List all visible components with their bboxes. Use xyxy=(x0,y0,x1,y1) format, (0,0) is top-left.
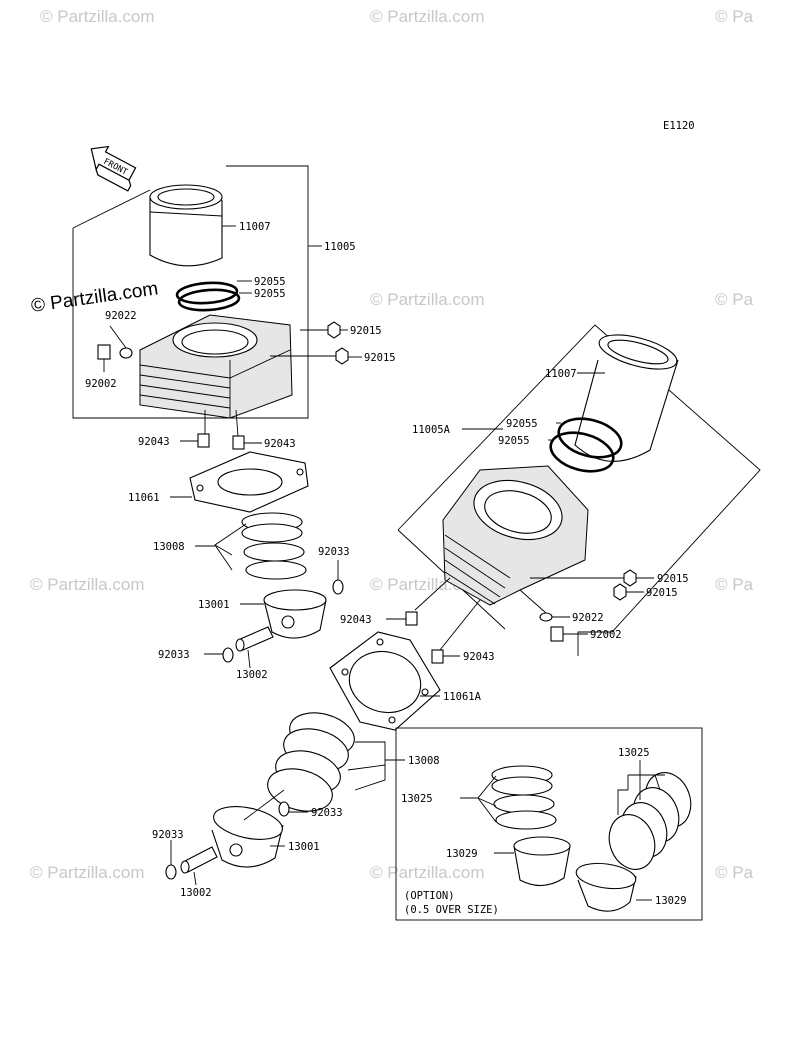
watermark: © Pa xyxy=(715,575,754,594)
cylinder-gasket xyxy=(329,631,441,731)
part-label-92043: 92043 xyxy=(138,436,170,448)
part-label-13002: 13002 xyxy=(236,669,268,681)
watermark: © Partzilla.com xyxy=(370,863,485,882)
watermark: © Partzilla.com xyxy=(370,290,485,309)
part-label-92022: 92022 xyxy=(572,612,604,624)
part-label-92015: 92015 xyxy=(364,352,396,364)
part-label-92043: 92043 xyxy=(264,438,296,450)
cylinder-block xyxy=(442,465,589,606)
part-label-92055: 92055 xyxy=(254,288,286,300)
option-note-line1: (OPTION) xyxy=(404,890,455,902)
part-label-11007: 11007 xyxy=(545,368,577,380)
watermark: © Partzilla.com xyxy=(30,863,145,882)
part-label-11061A: 11061A xyxy=(443,691,482,703)
watermark: © Partzilla.com xyxy=(370,7,485,26)
part-label-13025: 13025 xyxy=(618,747,650,759)
part-label-92015: 92015 xyxy=(350,325,382,337)
watermark: © Partzilla.com xyxy=(40,7,155,26)
part-label-92043: 92043 xyxy=(340,614,372,626)
part-label-13008: 13008 xyxy=(153,541,185,553)
part-label-92043: 92043 xyxy=(463,651,495,663)
piston xyxy=(263,589,327,639)
part-label-92055: 92055 xyxy=(498,435,530,447)
front-arrow-icon: FRONT xyxy=(90,145,137,192)
part-label-92022: 92022 xyxy=(105,310,137,322)
cylinder-sleeve xyxy=(149,184,223,267)
part-label-13029: 13029 xyxy=(655,895,687,907)
part-label-11007: 11007 xyxy=(239,221,271,233)
watermark-layer: © Partzilla.com © Partzilla.com © Pa © P… xyxy=(30,7,754,882)
cylinder-assembly-lower xyxy=(165,324,761,886)
part-label-11061: 11061 xyxy=(128,492,160,504)
part-label-13025: 13025 xyxy=(401,793,433,805)
part-label-92055: 92055 xyxy=(254,276,286,288)
watermark: © Partzilla.com xyxy=(30,575,145,594)
diagram-code: E1120 xyxy=(663,120,695,132)
part-label-13029: 13029 xyxy=(446,848,478,860)
part-label-13008: 13008 xyxy=(408,755,440,767)
part-label-13002: 13002 xyxy=(180,887,212,899)
part-label-92015: 92015 xyxy=(657,573,689,585)
piston xyxy=(211,806,284,868)
cylinder-sleeve xyxy=(574,334,679,462)
piston-pin xyxy=(235,626,274,652)
watermark: © Pa xyxy=(715,863,754,882)
part-label-92002: 92002 xyxy=(590,629,622,641)
watermark-dark: © Partzilla.com xyxy=(30,278,160,317)
option-note-line2: (0.5 OVER SIZE) xyxy=(404,904,499,916)
watermark: © Pa xyxy=(715,7,754,26)
option-oversize-box: (OPTION) (0.5 OVER SIZE) xyxy=(395,727,703,921)
part-label-92002: 92002 xyxy=(85,378,117,390)
piston-rings xyxy=(267,712,355,812)
piston-pin xyxy=(180,846,218,874)
part-label-92033: 92033 xyxy=(311,807,343,819)
part-label-13001: 13001 xyxy=(198,599,230,611)
part-labels: 11007 11005 92055 92055 92022 92002 9201… xyxy=(85,221,689,907)
watermark: © Pa xyxy=(715,290,754,309)
cylinder-gasket xyxy=(189,451,309,513)
piston-rings xyxy=(241,512,307,580)
part-label-11005A: 11005A xyxy=(412,424,451,436)
part-label-11005: 11005 xyxy=(324,241,356,253)
cylinder-assembly-upper xyxy=(72,165,362,669)
part-label-92015: 92015 xyxy=(646,587,678,599)
cylinder-block xyxy=(139,314,293,419)
part-label-13001: 13001 xyxy=(288,841,320,853)
part-label-92055: 92055 xyxy=(506,418,538,430)
part-label-92033: 92033 xyxy=(318,546,350,558)
part-label-92033: 92033 xyxy=(152,829,184,841)
part-label-92033: 92033 xyxy=(158,649,190,661)
